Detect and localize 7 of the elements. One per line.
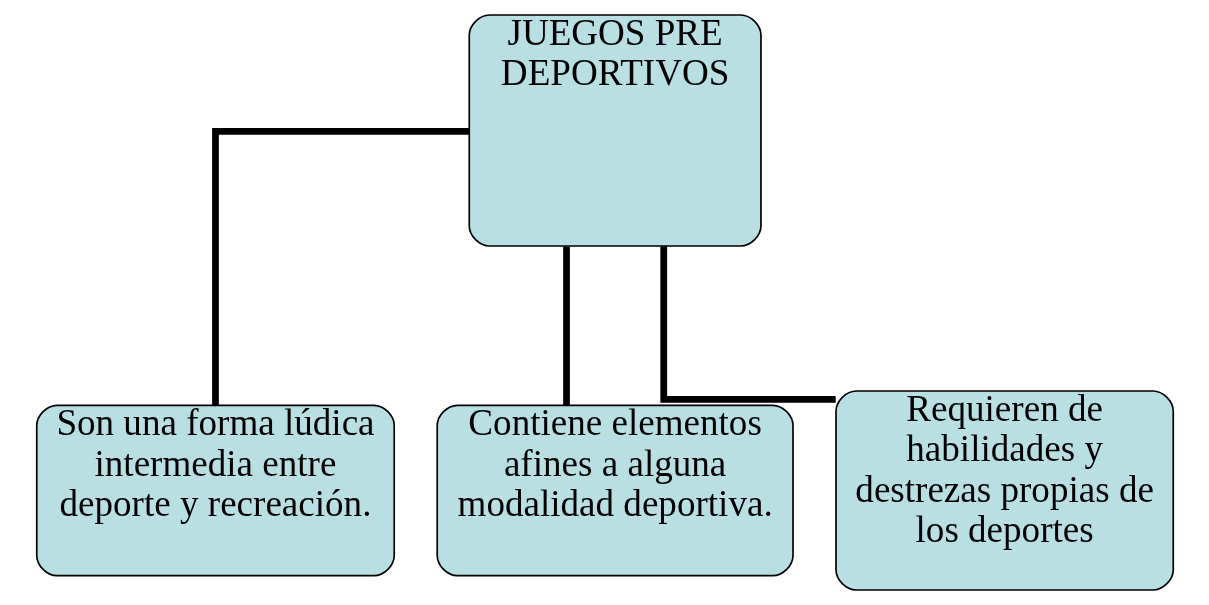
connector	[211, 127, 469, 405]
node-box: Contiene elementos afines a alguna modalidad deportiva.	[435, 404, 794, 577]
connector	[562, 246, 570, 406]
connector	[659, 246, 836, 403]
node-box: JUEGOS PRE DEPORTIVOS	[467, 14, 762, 247]
node-box: Requieren de habilidades y destrezas propias de los deportes	[834, 390, 1174, 591]
node-box: Son una forma lúdica intermedia entre deporte y recreación.	[35, 404, 395, 577]
